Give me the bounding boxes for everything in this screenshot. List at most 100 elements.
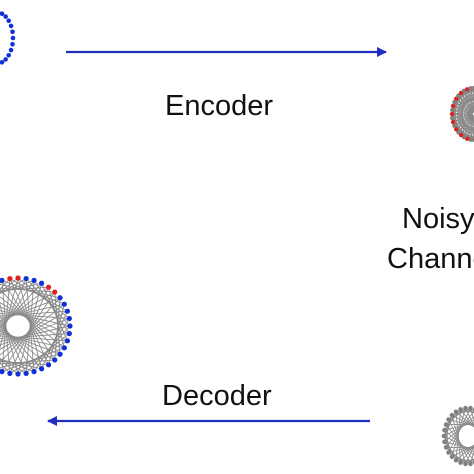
graph-edge bbox=[452, 105, 474, 113]
graph-edge bbox=[466, 117, 474, 139]
graph-edge bbox=[452, 115, 474, 123]
graph-edge bbox=[470, 88, 474, 108]
graph-node bbox=[45, 284, 52, 290]
graph-node bbox=[61, 345, 67, 351]
graph-edge bbox=[458, 95, 474, 112]
graph-node bbox=[7, 370, 13, 377]
graph-node bbox=[442, 427, 447, 433]
graph-node bbox=[458, 460, 463, 465]
graph-edge bbox=[466, 131, 474, 140]
decoder-label: Decoder bbox=[162, 380, 272, 412]
graph-node bbox=[449, 412, 455, 418]
graph-node bbox=[45, 362, 52, 368]
graph-edge bbox=[454, 101, 474, 113]
graph-node bbox=[454, 127, 459, 132]
graph-node bbox=[458, 407, 463, 412]
graph-node bbox=[8, 23, 14, 29]
graph-node bbox=[31, 277, 37, 283]
graph-node bbox=[23, 275, 29, 282]
graph-node bbox=[442, 439, 447, 445]
graph-node bbox=[449, 111, 455, 117]
graph-node bbox=[450, 107, 455, 113]
graph-node bbox=[449, 454, 455, 460]
graph-node bbox=[452, 123, 457, 129]
graph-node bbox=[456, 130, 461, 135]
graph-edge bbox=[455, 98, 474, 113]
graph-node bbox=[0, 60, 5, 65]
graph-edge bbox=[455, 115, 474, 130]
graph-node bbox=[468, 405, 473, 411]
graph-node bbox=[0, 277, 5, 283]
source-graph bbox=[0, 10, 16, 66]
graph-node bbox=[453, 409, 459, 415]
graph-edge bbox=[0, 278, 27, 294]
graph-node bbox=[52, 357, 58, 363]
graph-node bbox=[8, 47, 14, 53]
graph-edge bbox=[460, 409, 474, 428]
graph-node bbox=[66, 315, 72, 322]
graph-node bbox=[10, 29, 15, 35]
graph-edge bbox=[465, 407, 474, 414]
encoder-label: Encoder bbox=[165, 90, 274, 122]
graph-node bbox=[454, 96, 459, 101]
graph-node bbox=[23, 370, 29, 377]
graph-edge bbox=[0, 278, 11, 290]
graph-edge bbox=[465, 407, 474, 427]
graph-node bbox=[450, 115, 455, 121]
graph-node bbox=[67, 323, 73, 329]
graph-edge bbox=[454, 115, 474, 127]
graph-edge bbox=[470, 408, 474, 423]
graph-node bbox=[468, 461, 473, 467]
graph-node bbox=[446, 417, 451, 422]
encoded-graph bbox=[449, 85, 474, 143]
graph-node bbox=[61, 301, 67, 307]
graph-node bbox=[0, 369, 5, 375]
graph-node bbox=[443, 422, 449, 427]
graph-edge bbox=[33, 318, 70, 372]
graph-edge bbox=[460, 92, 474, 112]
graph-node bbox=[3, 14, 8, 19]
graph-node bbox=[468, 137, 473, 142]
graph-node bbox=[10, 41, 15, 47]
graph-node bbox=[52, 289, 58, 295]
graph-node bbox=[57, 351, 63, 357]
graph-node bbox=[468, 86, 473, 91]
graph-node bbox=[57, 295, 63, 301]
decoded-graph bbox=[0, 275, 73, 377]
graph-node bbox=[441, 433, 447, 439]
graph-node bbox=[3, 57, 8, 62]
graph-edge bbox=[0, 277, 19, 293]
graph-node bbox=[452, 99, 457, 105]
graph-node bbox=[453, 457, 459, 463]
graph-node bbox=[0, 11, 5, 16]
noisy-channel-label-line2: Channel bbox=[387, 243, 474, 275]
graph-edge bbox=[0, 318, 70, 346]
received-graph bbox=[441, 405, 474, 467]
graph-node bbox=[446, 450, 451, 455]
graph-node bbox=[443, 445, 449, 450]
graph-node bbox=[66, 330, 72, 337]
graph-node bbox=[450, 119, 456, 125]
graph-node bbox=[64, 338, 71, 344]
graph-edge bbox=[460, 444, 474, 463]
graph-edge bbox=[463, 90, 474, 112]
graph-edge bbox=[458, 116, 474, 133]
graph-edge bbox=[465, 445, 474, 465]
graph-node bbox=[10, 35, 16, 41]
graph-node bbox=[7, 275, 13, 282]
graph-edge bbox=[460, 408, 474, 414]
graph-edge bbox=[452, 109, 474, 113]
graph-edge bbox=[460, 116, 474, 136]
graph-node bbox=[465, 87, 470, 92]
graph-edge bbox=[470, 449, 474, 464]
graph-node bbox=[463, 461, 468, 467]
graph-edge bbox=[466, 89, 474, 111]
graph-node bbox=[39, 366, 45, 372]
graph-node bbox=[6, 52, 12, 58]
graph-node bbox=[64, 308, 71, 314]
graph-node bbox=[450, 103, 456, 109]
graph-node bbox=[15, 371, 21, 377]
graph-node bbox=[471, 85, 474, 91]
noisy-channel-label-line1: Noisy bbox=[402, 203, 474, 235]
graph-node bbox=[15, 275, 21, 281]
